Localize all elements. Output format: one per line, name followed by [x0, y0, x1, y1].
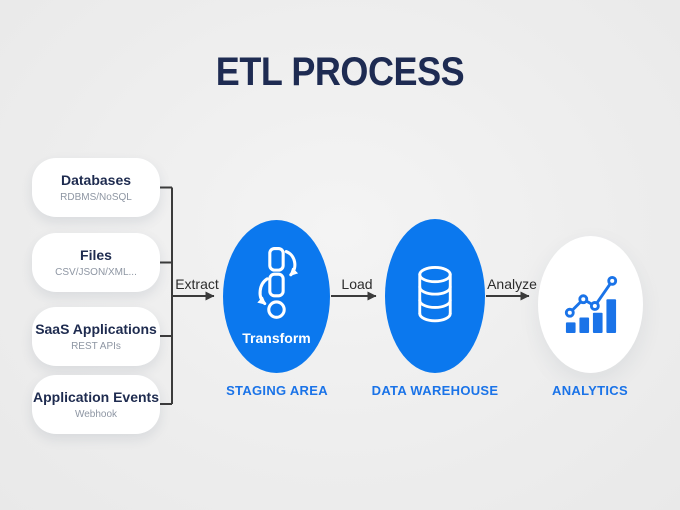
analytics-chart-icon: [564, 275, 617, 333]
source-subtitle: Webhook: [74, 408, 118, 420]
stage-caption-analytics: ANALYTICS: [552, 383, 628, 398]
source-title: Application Events: [32, 388, 160, 405]
source-box-application-events: Application Events Webhook: [32, 375, 160, 434]
source-subtitle: RDBMS/NoSQL: [60, 191, 132, 203]
source-title: Databases: [60, 171, 132, 188]
data-warehouse-node: [385, 219, 485, 373]
stage-caption-data-warehouse: DATA WAREHOUSE: [371, 383, 499, 398]
analytics-node: [538, 236, 643, 373]
arrow-label-analyze: Analyze: [487, 276, 537, 292]
arrow-label-load: Load: [341, 276, 373, 292]
arrow-label-extract: Extract: [175, 276, 219, 292]
source-box-saas-applications: SaaS Applications REST APIs: [32, 307, 160, 366]
source-box-databases: Databases RDBMS/NoSQL: [32, 158, 160, 217]
source-box-files: Files CSV/JSON/XML...: [32, 233, 160, 292]
source-title: Files: [80, 246, 112, 263]
source-connector-stubs: [160, 186, 172, 405]
staging-area-node: Transform: [223, 220, 330, 373]
transform-icon: [256, 247, 298, 319]
database-icon: [418, 265, 452, 322]
transform-label: Transform: [242, 330, 311, 346]
source-subtitle: REST APIs: [71, 340, 121, 352]
source-subtitle: CSV/JSON/XML...: [55, 266, 137, 278]
page-title: ETL PROCESS: [215, 50, 465, 94]
source-title: SaaS Applications: [35, 320, 157, 337]
stage-caption-staging-area: STAGING AREA: [226, 383, 328, 398]
